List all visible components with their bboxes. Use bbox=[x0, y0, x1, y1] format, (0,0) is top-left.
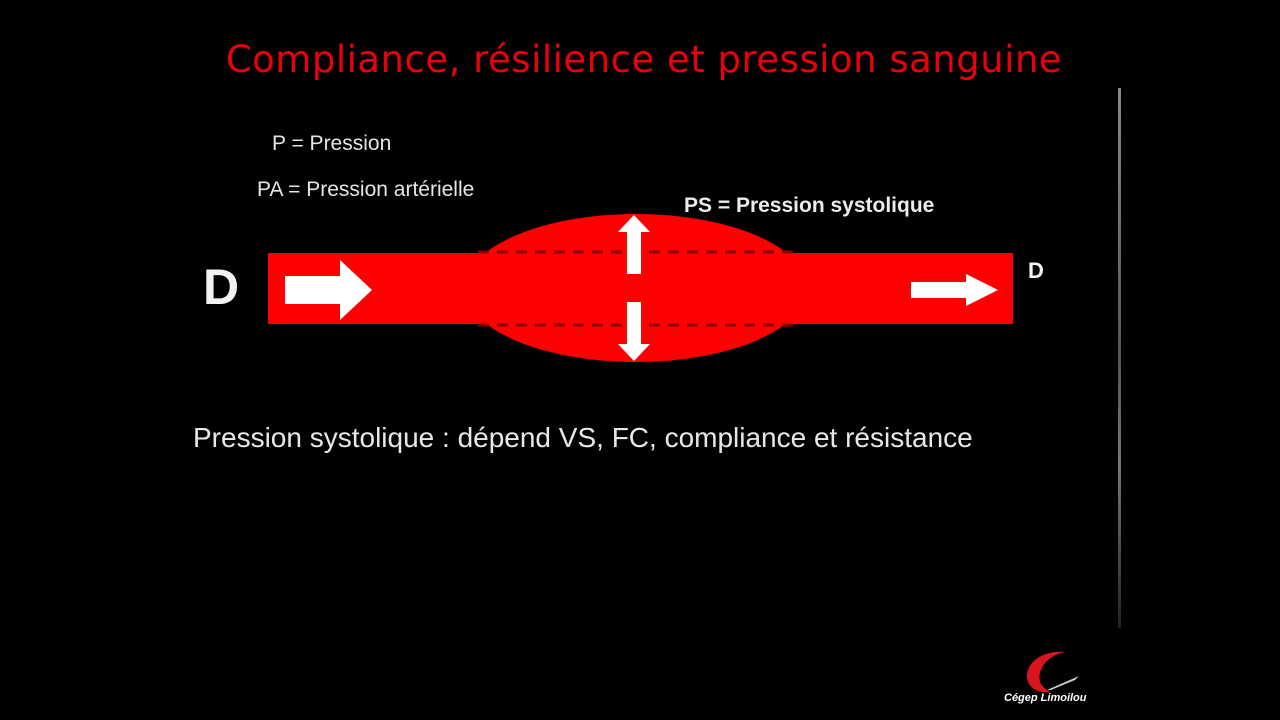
logo-text: Cégep Limoilou bbox=[1004, 692, 1087, 704]
arrow-up-icon bbox=[618, 215, 650, 274]
vertical-divider bbox=[1118, 88, 1121, 628]
vessel-distension bbox=[465, 214, 807, 362]
cegep-limoilou-logo-icon bbox=[1027, 651, 1079, 693]
slide-caption: Pression systolique : dépend VS, FC, com… bbox=[193, 422, 973, 453]
systolic-pressure-label: PS = Pression systolique bbox=[684, 194, 935, 217]
definition-pression: P = Pression bbox=[272, 132, 392, 155]
slide-title: Compliance, résilience et pression sangu… bbox=[225, 38, 1063, 81]
arrow-right-icon bbox=[911, 274, 998, 306]
flow-in-label: D bbox=[203, 259, 240, 315]
flow-out-label: D bbox=[1028, 258, 1044, 283]
definition-pression-arterielle: PA = Pression artérielle bbox=[257, 178, 475, 201]
arrow-down-icon bbox=[618, 302, 650, 361]
arrow-right-icon bbox=[285, 260, 372, 320]
